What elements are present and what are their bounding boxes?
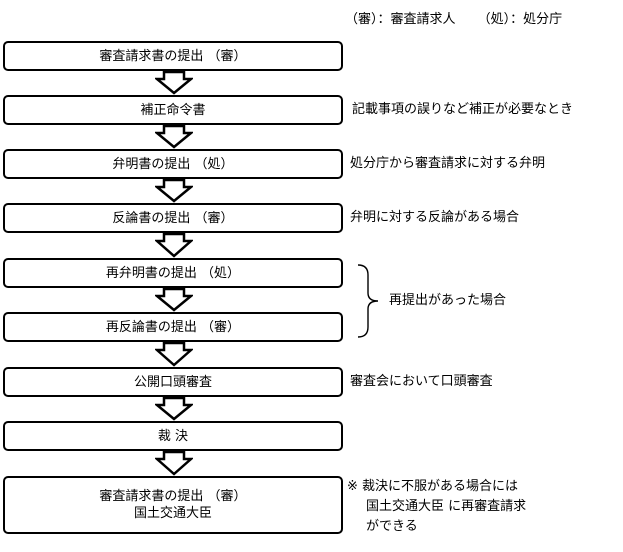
step-decision: 裁 決 <box>3 421 343 451</box>
down-arrow-icon <box>155 342 193 367</box>
step-rebuttal: 反論書の提出 （審） <box>3 203 343 233</box>
down-arrow-icon <box>155 71 193 95</box>
down-arrow-icon <box>155 179 193 203</box>
down-arrow-icon <box>155 397 193 421</box>
step-label: 再反論書の提出 （審） <box>105 319 241 335</box>
down-arrow-icon <box>155 451 193 476</box>
step-label: 公開口頭審査 <box>133 374 212 390</box>
step-label: 弁明書の提出 （処） <box>112 156 234 172</box>
note-explanation: 処分庁から審査請求に対する弁明 <box>350 156 546 171</box>
step-label: 再弁明書の提出 （処） <box>105 265 241 281</box>
legend: （審）：審査請求人 （処）：処分庁 <box>345 8 580 27</box>
down-arrow-icon <box>155 288 193 312</box>
legend-reviewer: （審）：審査請求人 <box>345 12 456 27</box>
step-submit-request: 審査請求書の提出 （審） <box>3 41 343 71</box>
step-label: 審査請求書の提出 （審） <box>99 489 247 504</box>
step-sublabel: 国土交通大臣 <box>133 506 212 521</box>
note-appeal-line-1: ※ 裁決に不服がある場合には <box>347 479 519 494</box>
down-arrow-icon <box>155 233 193 258</box>
note-correction: 記載事項の誤りなど補正が必要なとき <box>352 102 574 117</box>
step-re-explanation: 再弁明書の提出 （処） <box>3 258 343 288</box>
note-rebuttal: 弁明に対する反論がある場合 <box>350 210 520 225</box>
step-label: 補正命令書 <box>140 102 206 118</box>
step-explanation: 弁明書の提出 （処） <box>3 149 343 179</box>
step-label: 審査請求書の提出 （審） <box>99 48 247 64</box>
step-label: 反論書の提出 （審） <box>112 210 234 226</box>
step-re-review-request: 審査請求書の提出 （審） 国土交通大臣 <box>3 476 343 534</box>
note-appeal-line-3: ができる <box>366 519 418 534</box>
down-arrow-icon <box>155 125 193 149</box>
step-public-hearing: 公開口頭審査 <box>3 367 343 397</box>
note-hearing: 審査会において口頭審査 <box>350 374 493 389</box>
step-re-rebuttal: 再反論書の提出 （審） <box>3 312 343 342</box>
note-appeal-line-2: 国土交通大臣 に再審査請求 <box>366 499 527 514</box>
right-brace-icon <box>357 264 379 338</box>
legend-agency: （処）：処分庁 <box>477 12 563 27</box>
step-correction-order: 補正命令書 <box>3 95 343 125</box>
note-resubmission: 再提出があった場合 <box>389 293 507 308</box>
step-label: 裁 決 <box>157 428 189 444</box>
